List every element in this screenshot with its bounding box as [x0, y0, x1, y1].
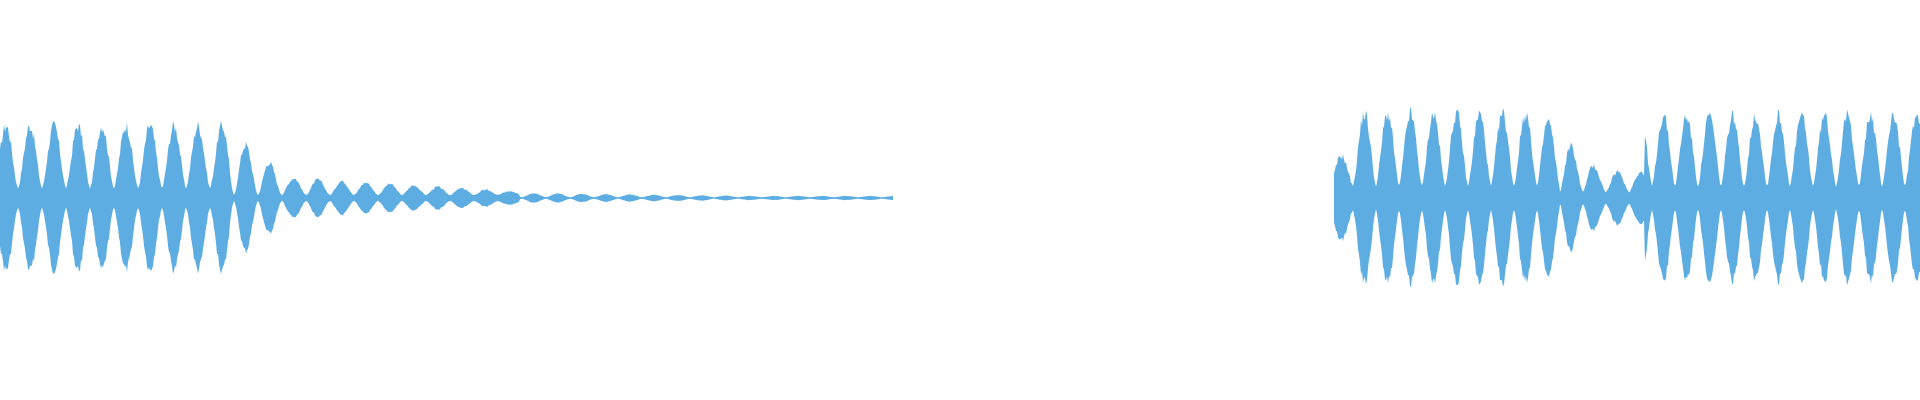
waveform-segment-1: [0, 120, 893, 275]
waveform-segment-2: [1334, 107, 1920, 288]
